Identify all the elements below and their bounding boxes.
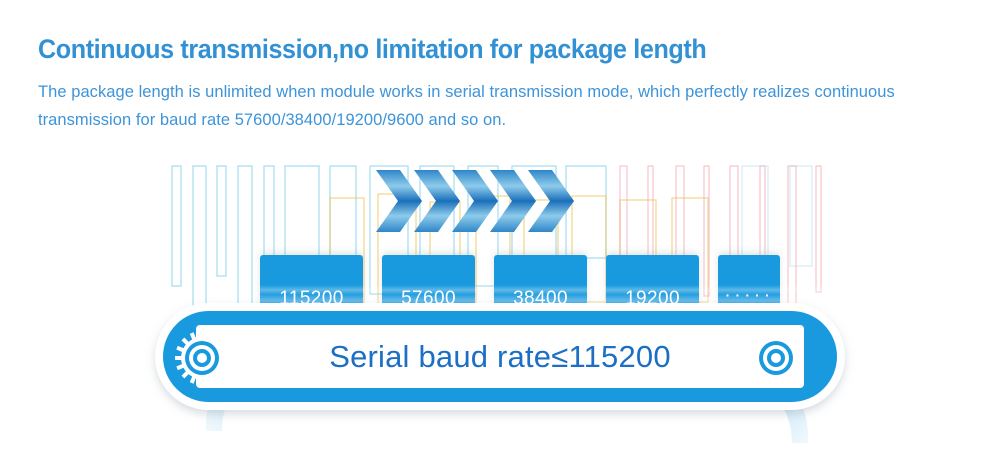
sprocket-gear-right-icon <box>749 331 803 385</box>
illustration-stage: 115200 57600 38400 19200 ····· Serial ba… <box>0 150 1000 451</box>
chevron-arrows-group <box>376 170 574 232</box>
page-title: Continuous transmission,no limitation fo… <box>38 34 707 64</box>
header-text-block: Continuous transmission,no limitation fo… <box>38 34 958 135</box>
sprocket-gear-left-icon <box>175 331 229 385</box>
belt-inner-track <box>196 325 804 388</box>
belt-caption: Serial baud rate≤115200 <box>329 338 671 374</box>
page-subtitle: The package length is unlimited when mod… <box>38 83 895 130</box>
conveyor-belt: 115200 57600 38400 19200 ····· Serial ba… <box>155 255 852 410</box>
baud-rate-label: ····· <box>724 285 774 306</box>
